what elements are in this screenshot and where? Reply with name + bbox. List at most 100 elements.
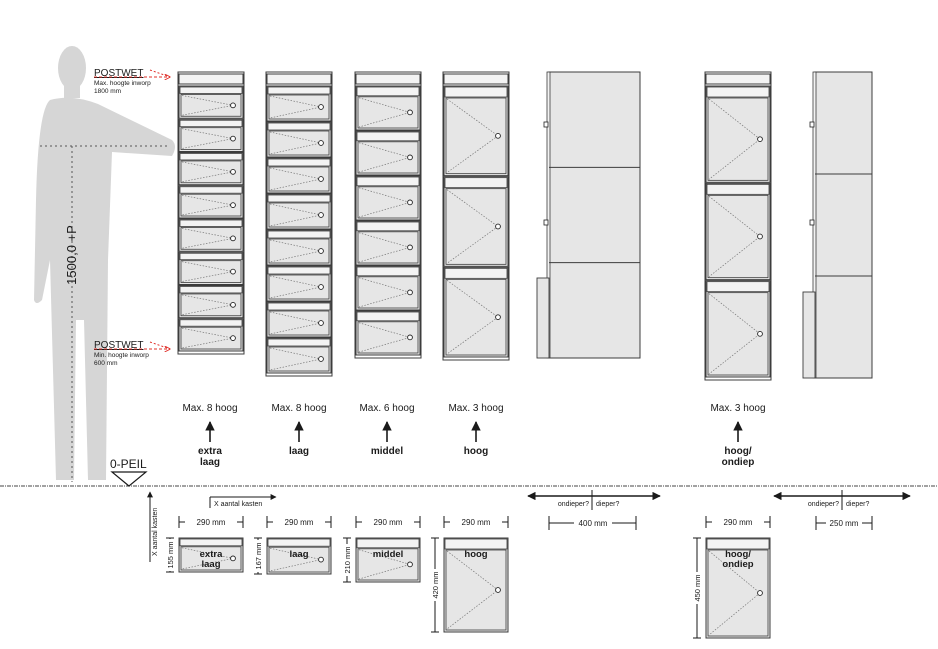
lock-icon — [757, 136, 763, 143]
column-type-label-4: hoog — [464, 446, 488, 457]
column-max-label-4: Max. 3 hoog — [448, 403, 503, 414]
width-dimension-label: 290 mm — [724, 518, 753, 527]
mailbox-unit — [443, 176, 509, 267]
stack-extra-laag — [177, 71, 245, 355]
lock-icon — [407, 199, 413, 206]
mailbox-unit — [178, 285, 244, 319]
mailbox-unit — [178, 251, 244, 285]
x-count-indicators: X aantal kasten X aantal kasten — [147, 491, 277, 562]
stack-hoog-ondiep — [704, 71, 772, 381]
depth-q1-label-1: ondieper? — [558, 501, 589, 508]
postwet-max-line1: Max. hoogte inworp — [94, 80, 151, 87]
mailbox-unit — [178, 152, 244, 186]
depth-q2-label-1: dieper? — [596, 501, 619, 508]
postwet-min-line1: Min. hoogte inworp — [94, 352, 149, 359]
lock-icon — [757, 590, 763, 596]
width-dimension-label: 290 mm — [462, 518, 491, 527]
single-box-label: hoog — [464, 549, 487, 560]
single-mailbox — [178, 537, 244, 573]
single-mailbox — [355, 537, 421, 583]
post-slot — [536, 277, 550, 359]
mailbox-unit — [266, 193, 332, 230]
lock-icon — [495, 132, 501, 139]
lock-icon — [318, 556, 324, 563]
postwet-max-title: POSTWET — [94, 68, 143, 79]
lock-icon — [230, 555, 236, 562]
lock-icon — [230, 268, 236, 275]
lock-icon — [407, 289, 413, 296]
mailbox-unit — [266, 337, 332, 374]
x-count-vertical-label: X aantal kasten — [152, 508, 159, 556]
lock-icon — [407, 244, 413, 251]
postwet-min-annotation: POSTWET Min. hoogte inworp 600 mm — [94, 340, 170, 367]
lock-icon — [495, 587, 501, 593]
lock-icon — [318, 248, 324, 254]
lock-icon — [318, 212, 324, 218]
single-box-label-2: ondiep — [722, 559, 753, 570]
lock-icon — [318, 356, 324, 362]
postwet-max-line2: 1800 mm — [94, 88, 121, 95]
column-labels: Max. 8 hoog Max. 8 hoog Max. 6 hoog Max.… — [182, 403, 765, 468]
depth-indicators: ondieper? dieper? 400 mm ondieper? diepe… — [527, 490, 911, 530]
mailbox-unit — [266, 121, 332, 158]
stack-cap — [705, 73, 771, 85]
lock-icon — [230, 202, 236, 208]
height-dimension-label: 450 mm — [693, 574, 702, 601]
single-mailbox — [443, 537, 509, 633]
mailbox-unit — [178, 185, 244, 219]
lock-icon — [407, 334, 413, 341]
stack-cap — [178, 73, 244, 85]
lock-icon — [230, 102, 236, 109]
person-height-label: 1500,0 +P — [64, 225, 79, 285]
stack-cap — [443, 73, 509, 85]
zero-level-label: 0-PEIL — [110, 457, 147, 471]
mailbox-unit — [266, 157, 332, 194]
mailbox-unit — [178, 318, 244, 352]
postwet-min-title: POSTWET — [94, 340, 143, 351]
lock-icon — [230, 235, 236, 242]
zero-level-triangle — [110, 471, 148, 487]
stack-middel — [354, 71, 422, 359]
mailbox-unit — [443, 85, 509, 177]
mailbox-unit — [266, 301, 332, 338]
depth-q2-label-2: dieper? — [846, 501, 869, 508]
person-silhouette — [34, 46, 175, 480]
single-box-5: 290 mm 450 mm hoog/ondiep — [692, 516, 771, 639]
column-max-label-5: Max. 3 hoog — [710, 403, 765, 414]
height-dimension-label: 210 mm — [343, 546, 352, 573]
side-view-standard — [536, 71, 641, 359]
mailbox-unit — [355, 220, 421, 266]
single-box-label: middel — [373, 549, 404, 560]
postwet-max-annotation: POSTWET Max. hoogte inworp 1800 mm — [94, 68, 170, 95]
single-mailbox — [266, 537, 332, 575]
single-box-label: hoog/ — [725, 549, 751, 560]
lock-icon — [407, 109, 413, 116]
height-dimension-label: 155 mm — [166, 541, 175, 568]
column-max-label-2: Max. 8 hoog — [271, 403, 326, 414]
width-dimension-label: 290 mm — [197, 518, 226, 527]
single-mailbox — [705, 537, 771, 639]
width-dimension-label: 290 mm — [285, 518, 314, 527]
column-type-label-3: middel — [371, 446, 403, 457]
column-max-label-1: Max. 8 hoog — [182, 403, 237, 414]
mailbox-unit — [355, 265, 421, 311]
lock-icon — [757, 330, 763, 337]
column-type-label-5b: ondiep — [722, 457, 755, 468]
stack-cap — [266, 73, 332, 85]
lock-icon — [757, 233, 763, 240]
depth-q1-label-2: ondieper? — [808, 501, 839, 508]
person-measure-lines — [40, 145, 170, 482]
mailbox-unit — [355, 175, 421, 221]
single-box-label-2: laag — [201, 559, 220, 570]
mailbox-unit — [705, 280, 771, 378]
x-count-horizontal-label: X aantal kasten — [214, 501, 262, 508]
lock-icon — [318, 176, 324, 182]
mailbox-unit — [178, 218, 244, 252]
lock-icon — [318, 284, 324, 290]
